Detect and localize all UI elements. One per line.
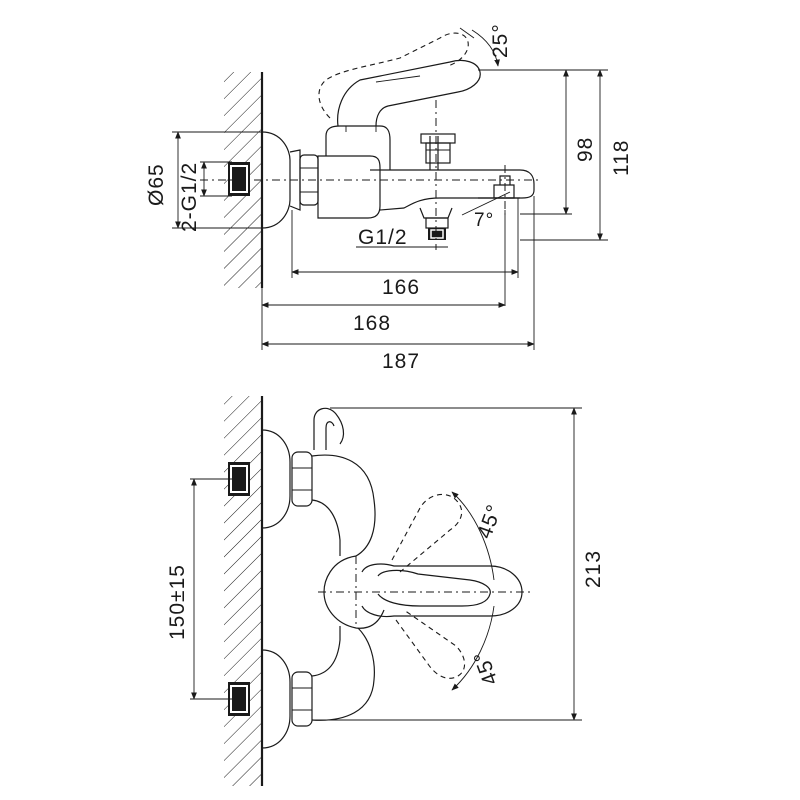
flange-lower: [261, 649, 291, 749]
side-view: Ø65 2-G1/2 G1/2 7° 25° 98 118: [145, 23, 633, 373]
dim-spout-length: 166: [382, 276, 420, 299]
dim-outlet-thread: G1/2: [358, 226, 408, 249]
dim-height-118: 118: [610, 140, 633, 176]
lever-pos-down: [395, 609, 466, 679]
dim-body-length: 168: [353, 312, 391, 335]
dim-centers-group: [190, 478, 232, 700]
cartridge-housing: [325, 125, 391, 170]
shower-hook: [313, 407, 345, 450]
dim-spout-angle: 7°: [474, 210, 494, 231]
dim-angle-down: 45°: [469, 648, 503, 689]
body-upper: [311, 454, 376, 557]
inlet-stub-top: [228, 162, 250, 196]
flange-upper: [261, 429, 291, 529]
dim-overall-length: 187: [382, 350, 420, 373]
valve-round: [323, 555, 385, 629]
dim-height-98: 98: [574, 137, 597, 162]
inlet-stub-lower: [228, 682, 250, 716]
dim-inlet-thread: 2-G1/2: [178, 162, 201, 232]
lever-pos-up: [391, 493, 463, 573]
wall-bottom: [224, 396, 264, 786]
lever-handle-raised: [318, 32, 469, 119]
dim-heights-group: [478, 69, 608, 241]
body-lower: [311, 627, 375, 721]
dim-handle-angle: 25°: [489, 23, 512, 58]
dim-diameter-group: [172, 131, 262, 229]
diverter-knob: [420, 133, 456, 170]
dim-angle-up: 45°: [473, 501, 507, 542]
top-view: 45° 45° 150±15 213: [166, 396, 605, 786]
dim-depth-group: [312, 407, 582, 721]
lever-handle: [337, 59, 481, 127]
dim-lengths-group: [261, 196, 535, 350]
dim-depth: 213: [582, 550, 605, 588]
dim-diameter: Ø65: [145, 163, 168, 206]
aerator: [493, 184, 515, 199]
shower-outlet: [419, 207, 453, 240]
dim-centers: 150±15: [166, 564, 189, 640]
inlet-stub-upper: [228, 462, 250, 496]
spout: [379, 169, 535, 211]
valve-body: [317, 155, 381, 219]
